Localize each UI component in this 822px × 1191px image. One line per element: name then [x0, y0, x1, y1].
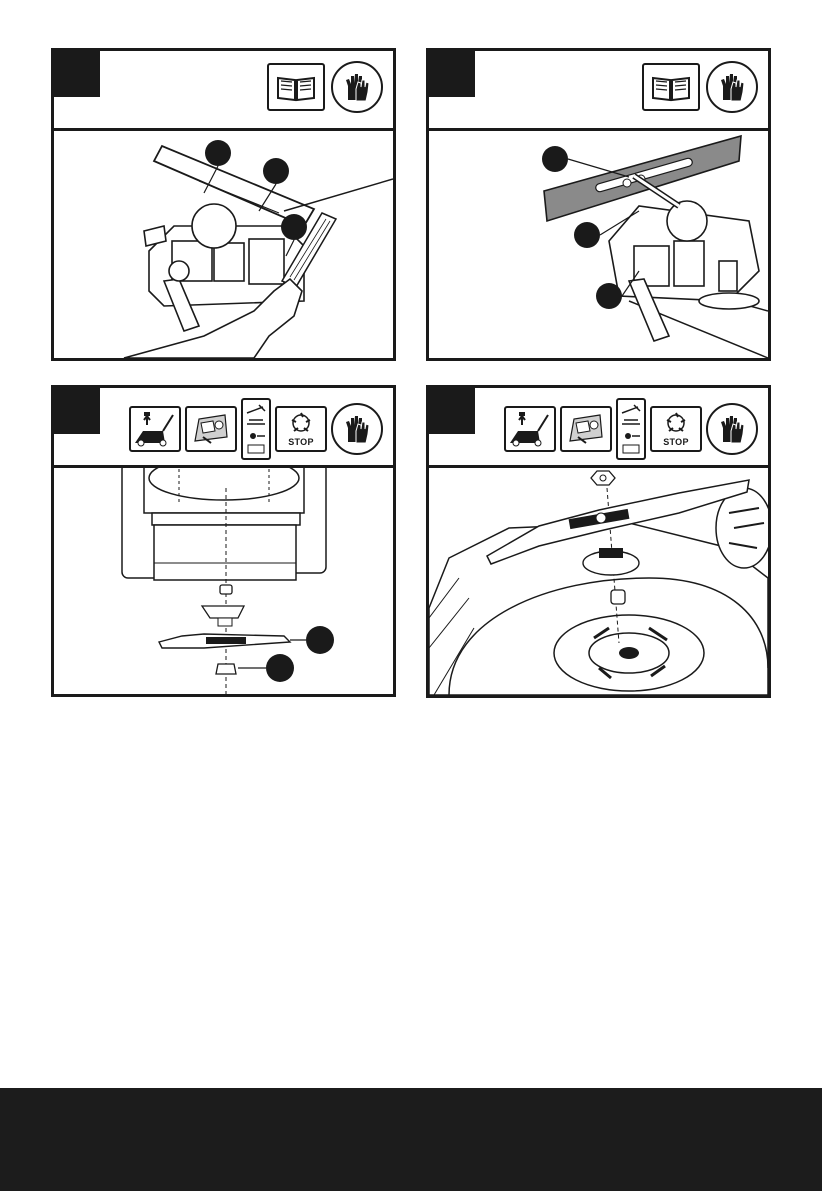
- panel-2-header: [429, 51, 768, 131]
- manual-book-icon: [642, 63, 700, 111]
- step-number-tab: [429, 51, 475, 97]
- gloves-icon: [706, 61, 758, 113]
- callout-marker: [263, 158, 289, 184]
- callout-marker: [281, 214, 307, 240]
- footer-band: [0, 1088, 822, 1191]
- stop-label: STOP: [663, 437, 689, 447]
- step-panel-4: STOP: [426, 385, 771, 698]
- blade-steps-icon: [241, 398, 271, 460]
- manual-book-icon: [267, 63, 325, 111]
- step-number-tab: [54, 388, 100, 434]
- blade-stop-icon: STOP: [275, 406, 327, 452]
- stop-label: STOP: [288, 437, 314, 447]
- blade-steps-icon: [616, 398, 646, 460]
- step-panel-2: [426, 48, 771, 361]
- unplug-mower-icon: [129, 406, 181, 452]
- blade-stop-icon: STOP: [650, 406, 702, 452]
- gloves-icon: [331, 403, 383, 455]
- step-number-tab: [54, 51, 100, 97]
- panel-4-header: STOP: [429, 388, 768, 468]
- step-number-tab: [429, 388, 475, 434]
- gloves-icon: [331, 61, 383, 113]
- panel-1-header: [54, 51, 393, 131]
- tilt-mower-icon: [185, 406, 237, 452]
- callout-marker: [205, 140, 231, 166]
- gloves-icon: [706, 403, 758, 455]
- panel-3-illustration: [54, 468, 393, 694]
- callout-marker: [542, 146, 568, 172]
- callout-marker: [596, 283, 622, 309]
- callout-marker: [306, 626, 334, 654]
- callout-marker: [574, 222, 600, 248]
- panel-1-illustration: [54, 131, 393, 358]
- step-panel-3: STOP: [51, 385, 396, 697]
- panel-4-illustration: [429, 468, 768, 695]
- panel-3-header: STOP: [54, 388, 393, 468]
- panel-2-illustration: [429, 131, 768, 358]
- unplug-mower-icon: [504, 406, 556, 452]
- step-panel-1: [51, 48, 396, 361]
- tilt-mower-icon: [560, 406, 612, 452]
- callout-marker: [266, 654, 294, 682]
